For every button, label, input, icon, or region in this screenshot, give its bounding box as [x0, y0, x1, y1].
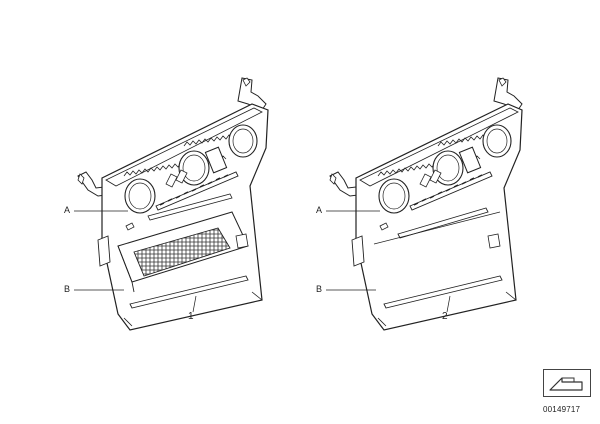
leader-line-1: [192, 295, 197, 313]
navigation-button[interactable]: [543, 369, 591, 397]
part-number-2: 2: [442, 311, 448, 322]
callout-a-part-1: A: [64, 205, 71, 215]
console-panel-part-1: [77, 77, 269, 331]
leader-line-2: [446, 295, 451, 313]
part-number-1: 1: [188, 311, 194, 322]
arrow-icon: [549, 377, 583, 391]
console-panel-part-2: [329, 77, 523, 331]
reference-id: 00149717: [543, 405, 581, 414]
callout-a-part-2: A: [316, 205, 323, 215]
callout-b-part-1: B: [64, 284, 71, 294]
callout-b-part-2: B: [316, 284, 323, 294]
